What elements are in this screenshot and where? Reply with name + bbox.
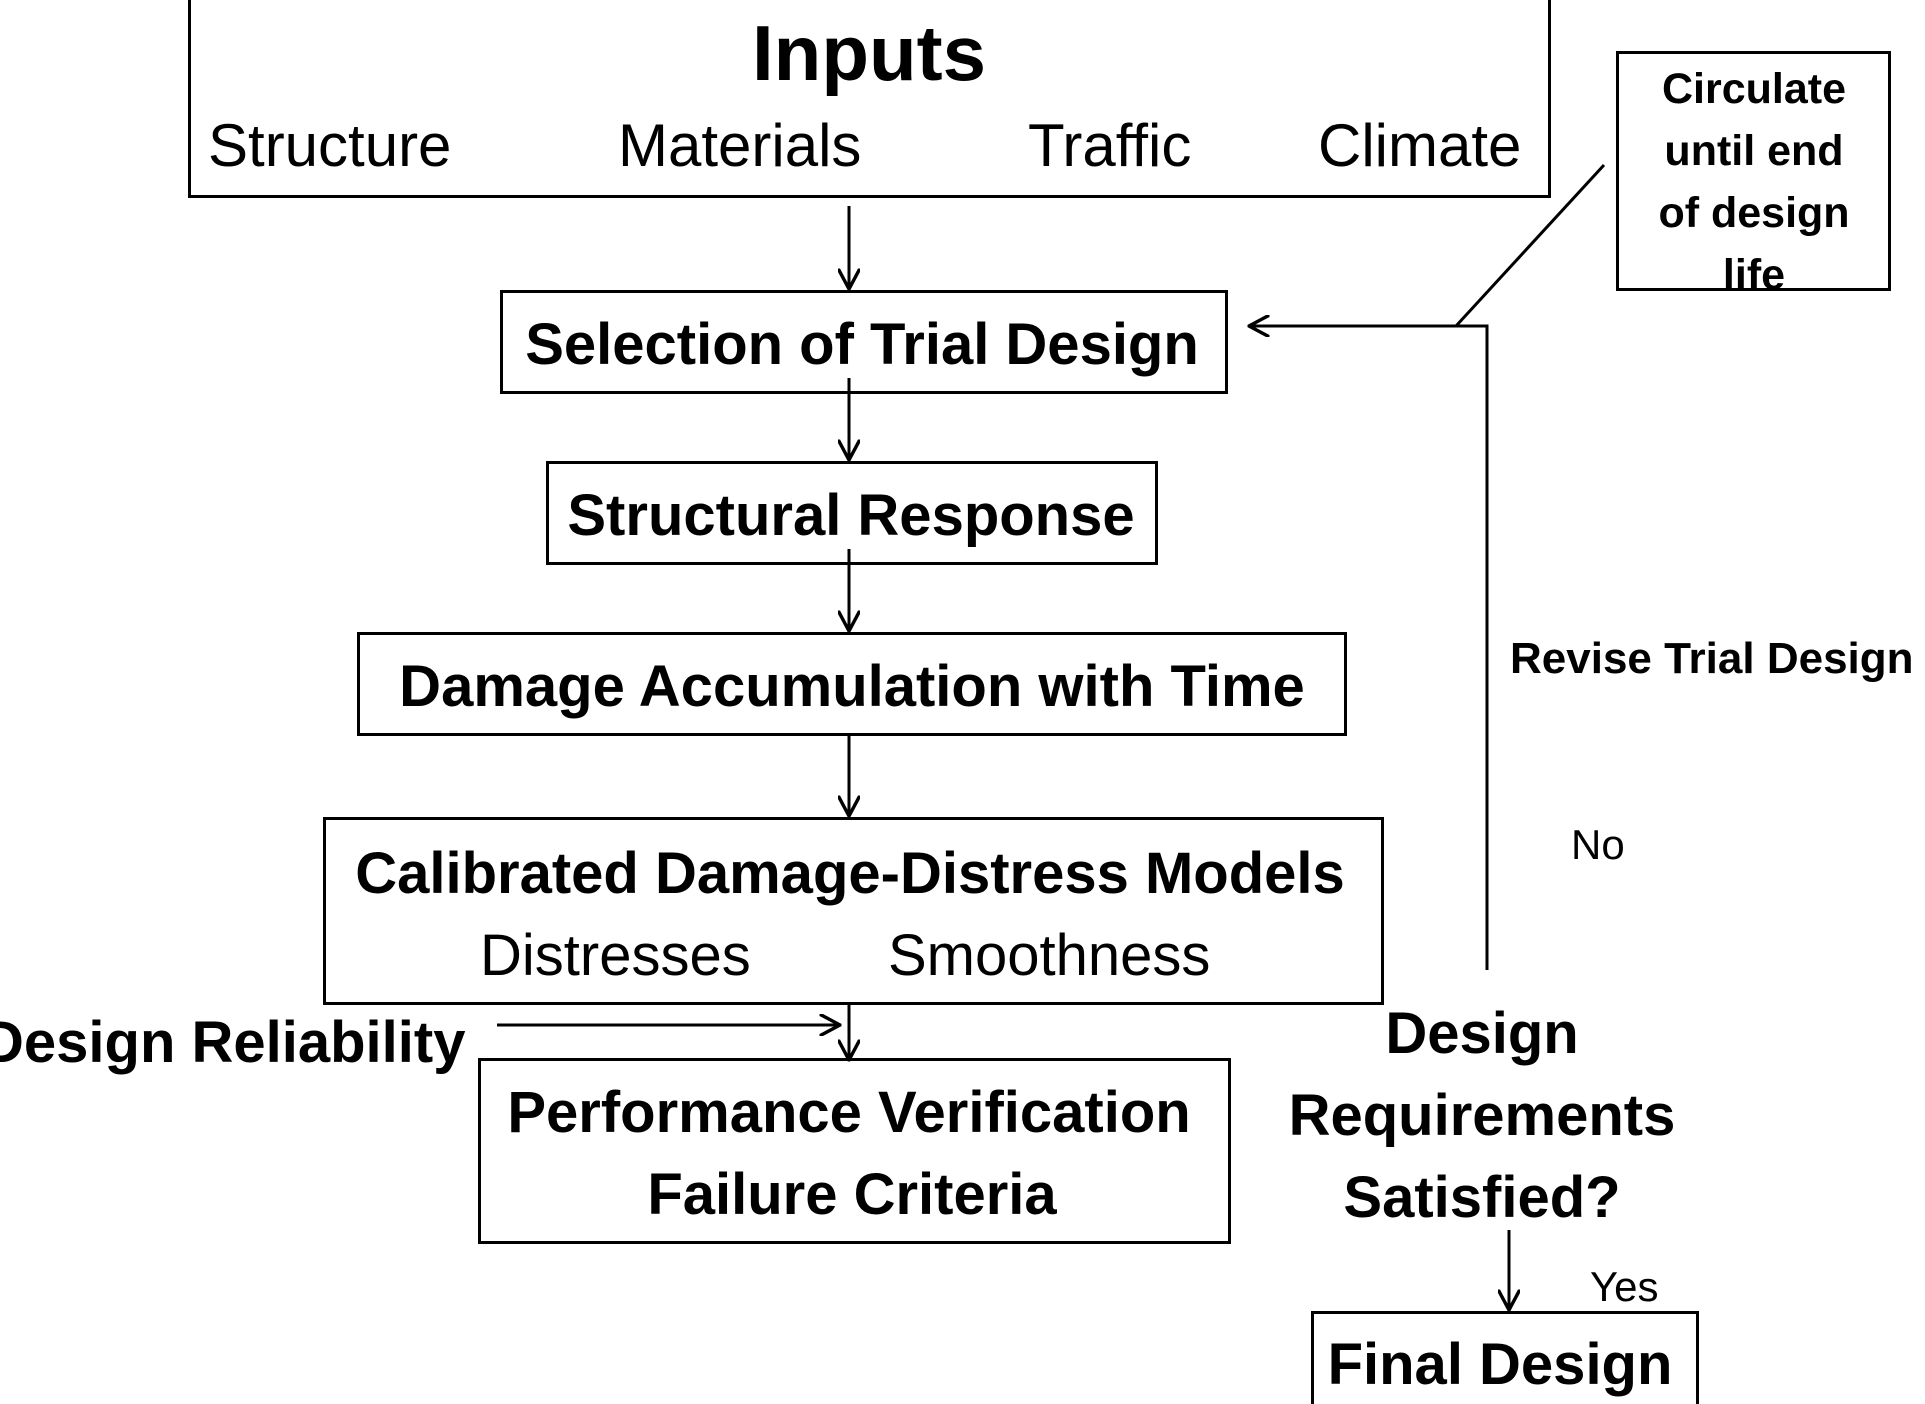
input-climate: Climate xyxy=(1318,112,1522,179)
trial-design-label: Selection of Trial Design xyxy=(525,312,1199,377)
feedback-loop-line xyxy=(1249,326,1489,970)
revise-label: Revise Trial Design xyxy=(1510,634,1914,683)
inputs-title: Inputs xyxy=(752,9,986,97)
inputs-box xyxy=(188,0,1551,198)
performance-line1: Performance Verification xyxy=(507,1080,1191,1145)
input-traffic: Traffic xyxy=(1028,112,1192,179)
performance-line2: Failure Criteria xyxy=(647,1162,1057,1227)
damage-accumulation-label: Damage Accumulation with Time xyxy=(399,654,1305,719)
structural-response-box xyxy=(546,461,1158,565)
decision-line3: Satisfied? xyxy=(1343,1165,1621,1230)
circulate-line3: of design xyxy=(1658,189,1850,237)
models-item-distresses: Distresses xyxy=(480,923,751,988)
structural-response-label: Structural Response xyxy=(567,483,1135,548)
note-leader-line xyxy=(1454,163,1606,328)
circulate-note-box xyxy=(1616,51,1891,291)
performance-box xyxy=(478,1058,1231,1244)
final-design-box xyxy=(1311,1311,1699,1404)
input-materials: Materials xyxy=(618,112,862,179)
circulate-line1: Circulate xyxy=(1661,65,1847,113)
circulate-line2: until end xyxy=(1664,127,1844,175)
damage-accumulation-box xyxy=(357,632,1347,736)
calibrated-models-title: Calibrated Damage-Distress Models xyxy=(355,841,1345,906)
final-design-label: Final Design xyxy=(1327,1332,1673,1397)
calibrated-models-box xyxy=(323,817,1384,1005)
yes-label: Yes xyxy=(1590,1263,1659,1310)
no-label: No xyxy=(1571,821,1625,868)
decision-line1: Design xyxy=(1385,1001,1579,1066)
input-structure: Structure xyxy=(208,112,452,179)
models-item-smoothness: Smoothness xyxy=(888,923,1211,988)
circulate-line4: life xyxy=(1722,251,1786,299)
decision-line2: Requirements xyxy=(1288,1083,1676,1148)
design-reliability-label: Design Reliability xyxy=(0,1010,466,1075)
trial-design-box xyxy=(500,290,1228,394)
